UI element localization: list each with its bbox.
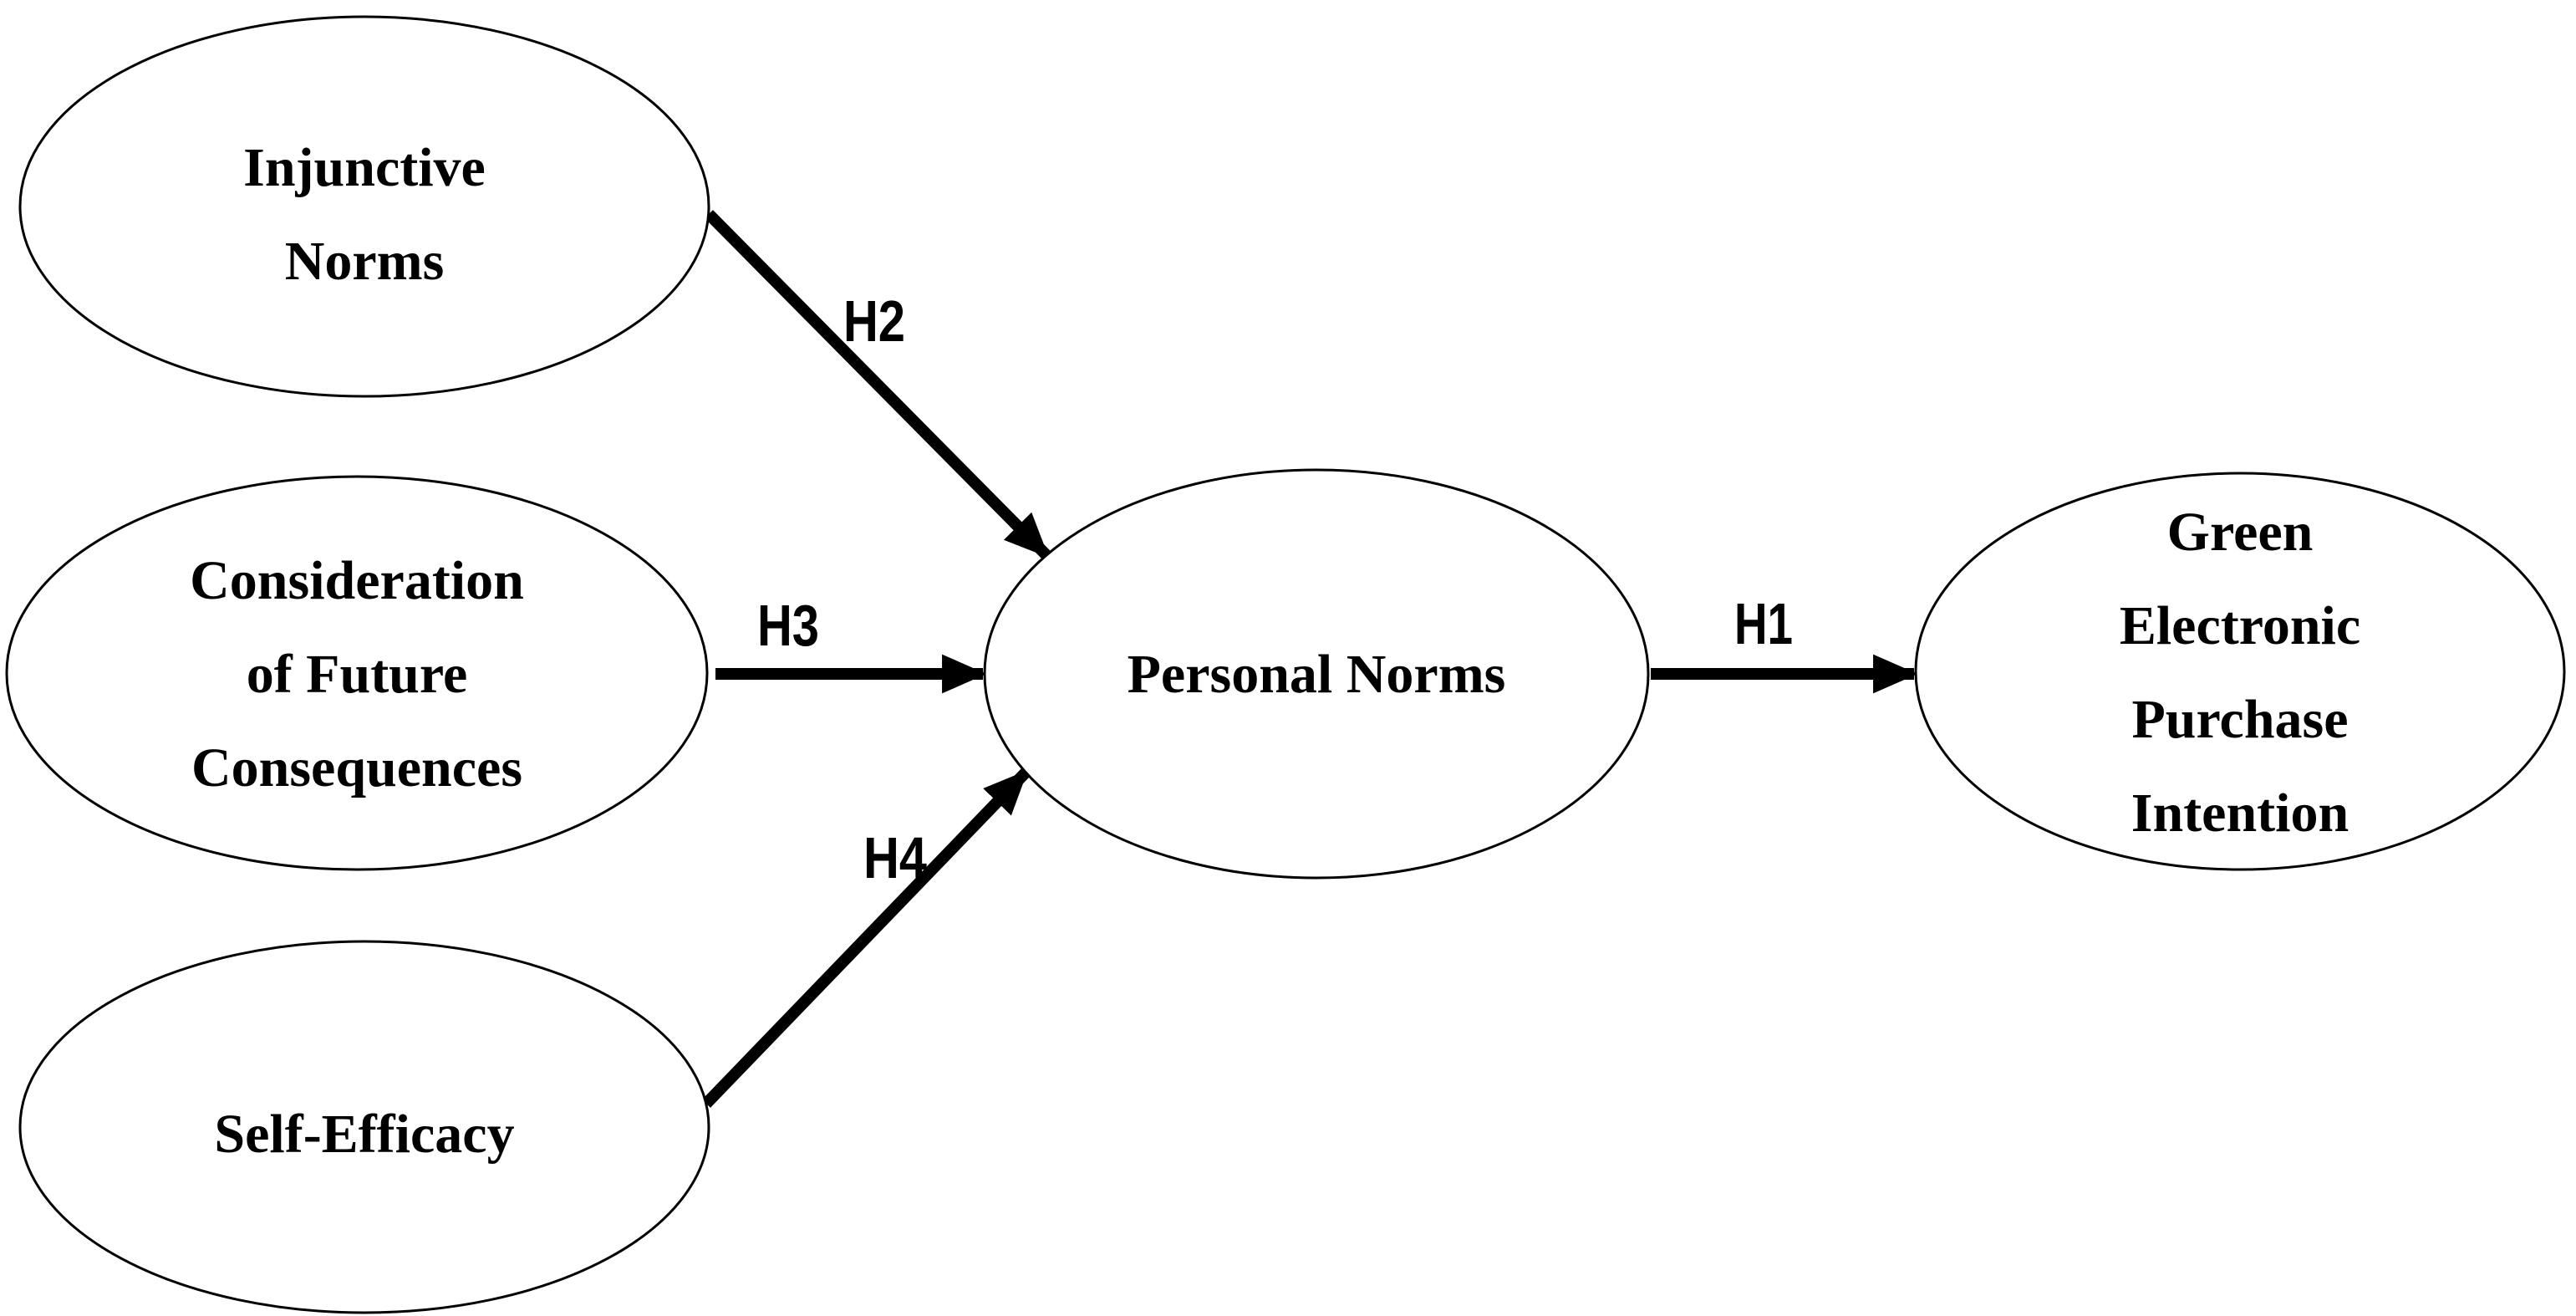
green-electronic-purchase-intention-ellipse: [1914, 472, 2566, 871]
nodes: Injunctive Norms Consideration of Future…: [5, 15, 2566, 1314]
edge-h4: H4: [701, 768, 1031, 1108]
node-injunctive-norms: Injunctive Norms: [18, 15, 710, 398]
node-label-line: Self-Efficacy: [214, 1104, 514, 1165]
personal-norms-ellipse: [983, 468, 1650, 880]
edge-h2: H2: [705, 210, 1051, 559]
edges: H2 H3 H4 H1: [701, 210, 1918, 1108]
h4-arrow: [701, 768, 1031, 1108]
edge-h1: H1: [1651, 591, 1918, 694]
node-self-efficacy: Self-Efficacy: [18, 940, 710, 1314]
node-label-line: Purchase: [2131, 689, 2348, 750]
edge-h3: H3: [715, 593, 987, 694]
h4-label: H4: [863, 825, 927, 890]
injunctive-norms-ellipse: [18, 15, 710, 398]
node-label-line: Injunctive: [243, 137, 486, 198]
node-label-line: Personal Norms: [1128, 644, 1506, 705]
node-label-line: Intention: [2131, 783, 2349, 844]
h2-arrow: [705, 210, 1051, 559]
node-personal-norms: Personal Norms: [983, 468, 1650, 880]
node-label-line: Norms: [285, 231, 445, 292]
consideration-of-future-consequences-ellipse: [5, 475, 709, 871]
node-label-line: Consideration: [190, 550, 524, 611]
h1-label: H1: [1734, 591, 1793, 656]
node-label-line: Electronic: [2120, 595, 2360, 656]
node-label-line: Green: [2167, 502, 2314, 563]
h3-label: H3: [757, 593, 819, 658]
self-efficacy-ellipse: [18, 940, 710, 1314]
node-label-line: Consequences: [191, 737, 522, 798]
h2-label: H2: [843, 288, 905, 354]
node-green-electronic-purchase-intention: Green Electronic Purchase Intention: [1914, 472, 2566, 871]
node-consideration-of-future-consequences: Consideration of Future Consequences: [5, 475, 709, 871]
node-label-line: of Future: [247, 644, 468, 705]
